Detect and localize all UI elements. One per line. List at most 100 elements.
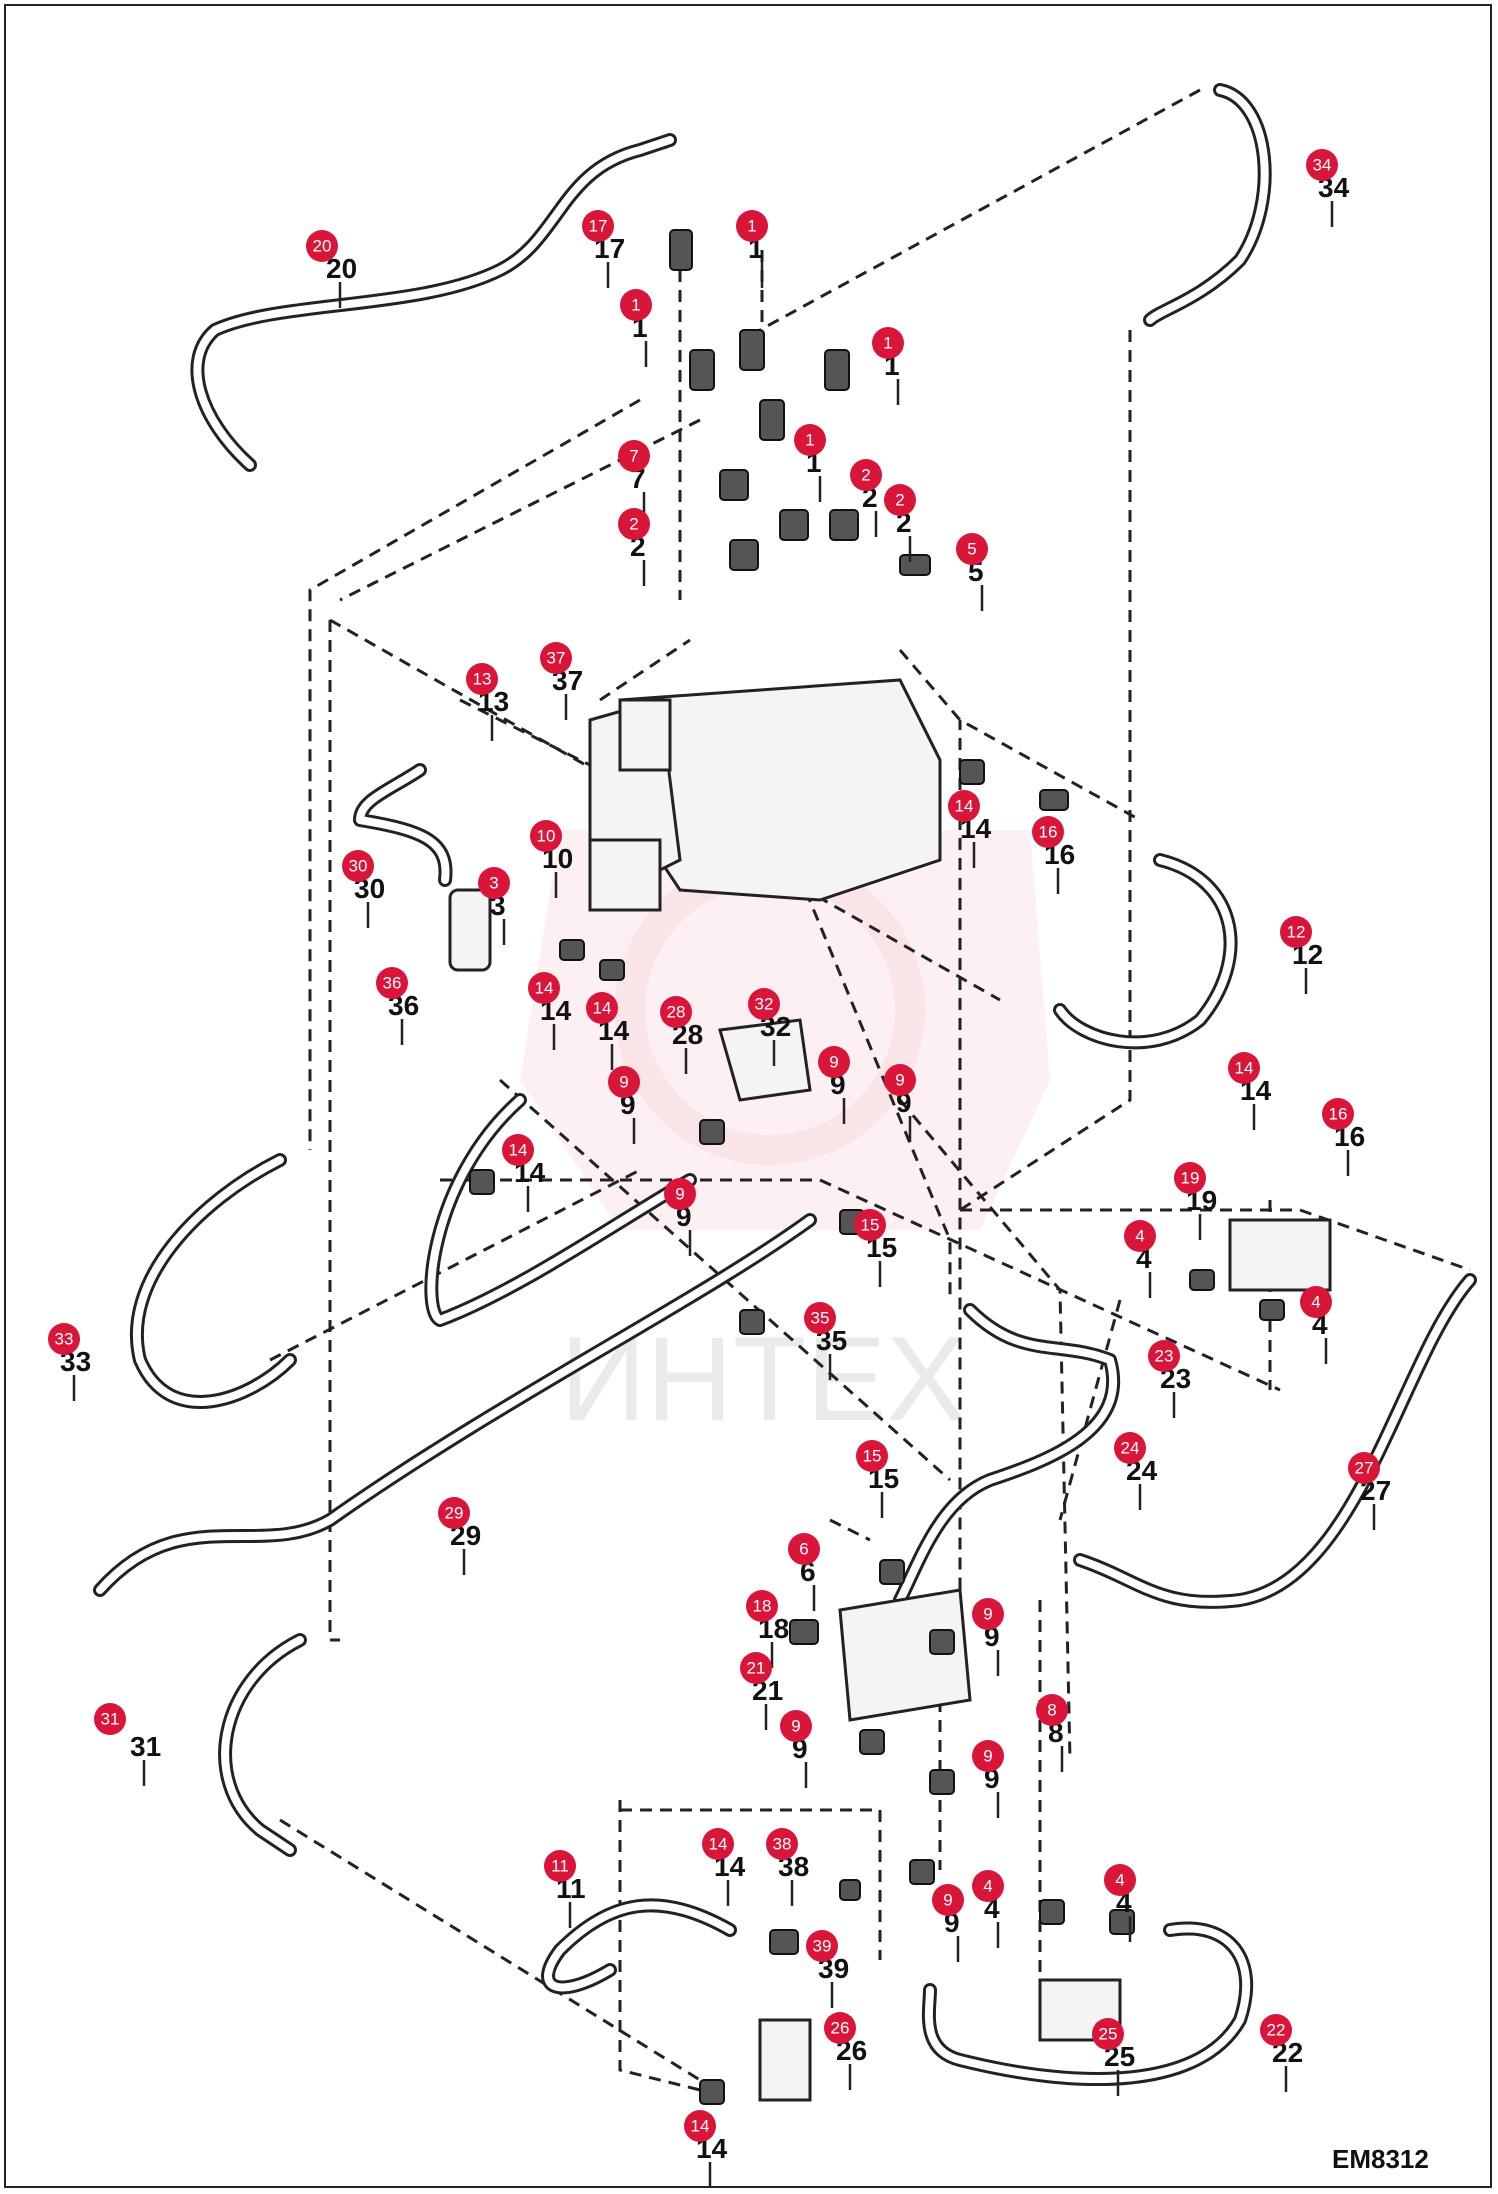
callout-badge-number: 37 — [547, 649, 566, 668]
callout-badge — [1300, 1286, 1332, 1318]
callout-badge — [94, 1703, 126, 1735]
callout-badge-number: 27 — [1355, 1459, 1374, 1478]
callout-badge-number: 17 — [589, 217, 608, 236]
callout-9: 99 — [884, 1064, 916, 1142]
callout-badge-number: 4 — [1311, 1293, 1320, 1312]
callout-badge-number: 36 — [383, 974, 402, 993]
solenoid-37 — [618, 698, 672, 772]
callout-badge-number: 9 — [943, 1891, 952, 1910]
callout-badge — [780, 1710, 812, 1742]
callout-badge-number: 15 — [863, 1447, 882, 1466]
callout-badge — [856, 1440, 888, 1472]
callout-badge — [884, 1064, 916, 1096]
callout-badge — [850, 459, 882, 491]
callout-9: 99 — [972, 1740, 1004, 1818]
callout-badge — [478, 867, 510, 899]
callout-9: 99 — [664, 1178, 696, 1256]
callout-badge-number: 14 — [955, 797, 974, 816]
callout-badge-number: 14 — [709, 1835, 728, 1854]
callout-badge-number: 24 — [1121, 1439, 1140, 1458]
hoses — [93, 83, 1477, 2086]
callout-badge-number: 14 — [593, 999, 612, 1018]
callout-badge-number: 14 — [509, 1141, 528, 1160]
callout-badge — [788, 1533, 820, 1565]
callout-badge-number: 16 — [1039, 823, 1058, 842]
callout-badge — [746, 1590, 778, 1622]
callout-badge — [1148, 1340, 1180, 1372]
callout-4: 44 — [1124, 1220, 1156, 1298]
callout-4: 44 — [1104, 1864, 1136, 1942]
callout-badge-number: 26 — [831, 2019, 850, 2038]
callout-badge-number: 19 — [1181, 1169, 1200, 1188]
valve-19 — [1228, 1218, 1332, 1292]
callout-badge-number: 9 — [983, 1747, 992, 1766]
callout-badge — [702, 1828, 734, 1860]
callout-badge-number: 23 — [1155, 1347, 1174, 1366]
callout-badge-number: 4 — [1135, 1227, 1144, 1246]
callout-badge — [306, 230, 338, 262]
callout-badge — [972, 1598, 1004, 1630]
callout-1: 11 — [620, 289, 652, 367]
callout-badge — [1280, 916, 1312, 948]
callout-badge-number: 13 — [473, 670, 492, 689]
callout-badge — [502, 1134, 534, 1166]
callout-badge-number: 11 — [551, 1857, 569, 1876]
callout-badge-number: 8 — [1047, 1701, 1056, 1720]
callout-4: 44 — [1300, 1286, 1332, 1364]
callout-badge — [806, 1930, 838, 1962]
callout-badge — [466, 663, 498, 695]
callout-badge-number: 22 — [1267, 2021, 1286, 2040]
callout-badge — [530, 820, 562, 852]
callout-badge — [1260, 2014, 1292, 2046]
callout-9: 99 — [972, 1598, 1004, 1676]
callout-2: 22 — [850, 459, 882, 537]
callout-badge — [884, 484, 916, 516]
callout-badge-number: 1 — [747, 217, 756, 236]
callout-badge — [1092, 2018, 1124, 2050]
callout-badge — [664, 1178, 696, 1210]
callout-badge — [660, 996, 692, 1028]
manifold-21 — [838, 1588, 972, 1722]
callout-badge-number: 14 — [691, 2117, 710, 2136]
callout-badge-number: 12 — [1287, 923, 1306, 942]
callout-badge — [1228, 1052, 1260, 1084]
callout-1: 11 — [736, 210, 768, 288]
callout-badge — [1036, 1694, 1068, 1726]
callout-badge-number: 9 — [791, 1717, 800, 1736]
callout-badge-number: 10 — [537, 827, 556, 846]
callout-badge — [544, 1850, 576, 1882]
callout-badge — [1114, 1432, 1146, 1464]
filter-36 — [448, 888, 492, 972]
callout-badge-number: 34 — [1313, 156, 1332, 175]
callout-badge — [948, 790, 980, 822]
solenoid-10 — [588, 838, 662, 912]
callout-badge-number: 31 — [101, 1710, 120, 1729]
callout-6: 66 — [788, 1533, 820, 1611]
hose-33 — [129, 1153, 297, 1409]
callout-badge — [376, 967, 408, 999]
callout-badge-number: 3 — [489, 874, 498, 893]
callout-badge-number: 9 — [619, 1073, 628, 1092]
callout-badge-number: 9 — [675, 1185, 684, 1204]
callout-badge — [854, 1209, 886, 1241]
callout-1: 11 — [872, 327, 904, 405]
